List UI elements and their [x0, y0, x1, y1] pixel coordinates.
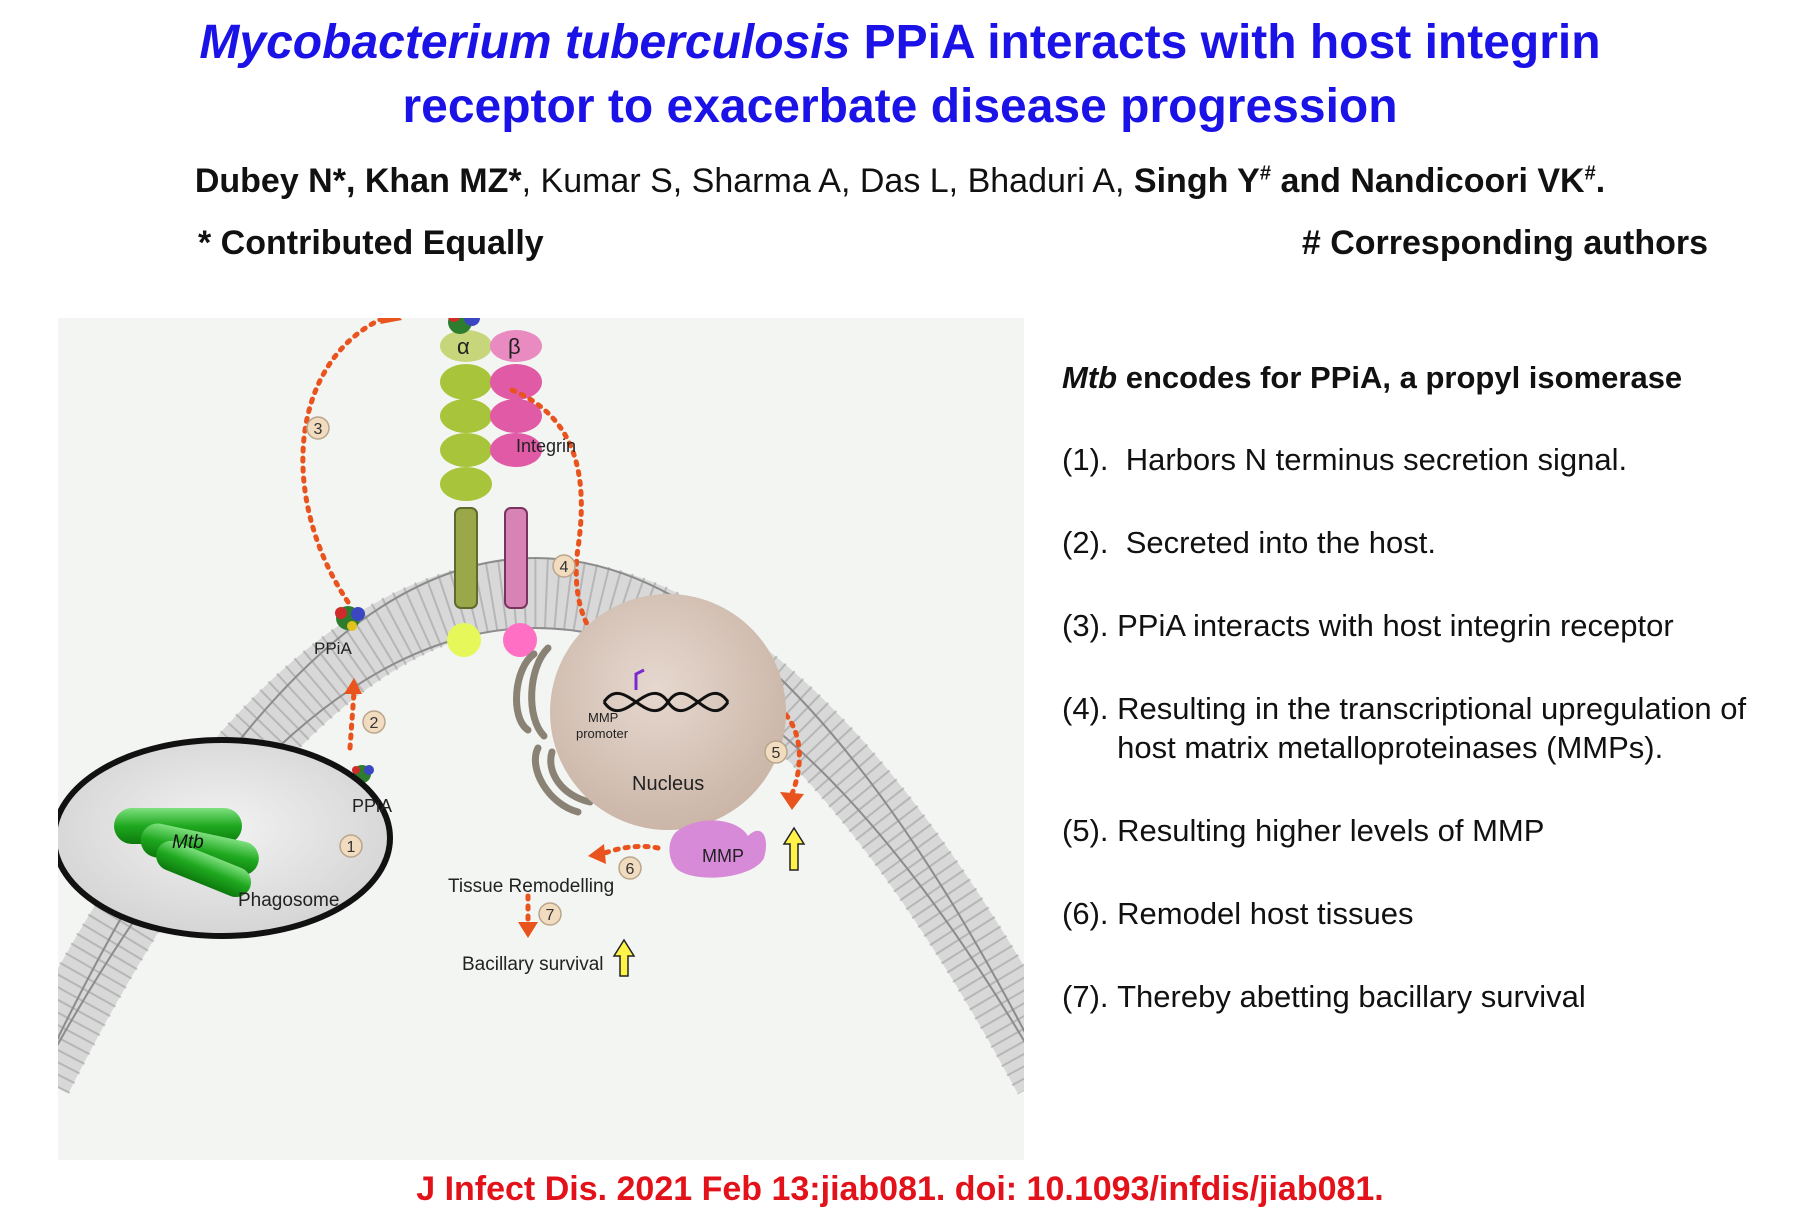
- ppia-protein-membrane-icon: [335, 606, 365, 631]
- step-badge-1: 1: [339, 834, 363, 858]
- mmp-label: MMP: [702, 846, 744, 866]
- mtb-bacilli-icon: [114, 808, 259, 898]
- summary-item: (5). Resulting higher levels of MMP: [1062, 811, 1792, 850]
- summary-item-number: (3).: [1062, 608, 1118, 643]
- step-badges: 1 2 3 4 5 6 7: [306, 416, 788, 926]
- alpha-label: α: [457, 334, 470, 359]
- mmp-promoter-label-2: promoter: [576, 726, 629, 741]
- summary-item-text: Resulting higher levels of MMP: [1117, 813, 1545, 848]
- summary-item: (4). Resulting in the transcriptional up…: [1062, 689, 1792, 767]
- authors-middle: , Kumar S, Sharma A, Das L, Bhaduri A,: [521, 162, 1134, 200]
- summary-heading-species: Mtb: [1062, 360, 1118, 395]
- arrow-step-3: [300, 318, 390, 605]
- summary-list: (1). Harbors N terminus secretion signal…: [1062, 440, 1792, 1016]
- summary-item-number: (2).: [1062, 525, 1126, 560]
- nucleus: [550, 594, 786, 830]
- summary-item-text: Resulting in the transcriptional upregul…: [1117, 691, 1747, 765]
- title-rest: PPiA interacts with host integrin: [850, 16, 1601, 69]
- summary-item: (1). Harbors N terminus secretion signal…: [1062, 440, 1792, 479]
- summary-heading: Mtb encodes for PPiA, a propyl isomerase: [1062, 360, 1792, 396]
- summary-item-text: Harbors N terminus secretion signal.: [1125, 442, 1628, 477]
- step-number: 7: [546, 907, 555, 924]
- summary-item-text: Remodel host tissues: [1117, 896, 1414, 931]
- mechanism-figure: α β Integrin PPiA: [58, 318, 1024, 1160]
- step-number: 4: [560, 559, 569, 576]
- summary-item-text: PPiA interacts with host integrin recept…: [1117, 608, 1674, 643]
- nucleus-label: Nucleus: [632, 773, 704, 795]
- summary-item-number: (1).: [1062, 442, 1126, 477]
- step-badge-6: 6: [618, 856, 642, 880]
- summary-item-number: (6).: [1062, 896, 1118, 931]
- citation: J Infect Dis. 2021 Feb 13:jiab081. doi: …: [416, 1170, 1384, 1208]
- summary-item: (2). Secreted into the host.: [1062, 523, 1792, 562]
- title-line-2: receptor to exacerbate disease progressi…: [402, 80, 1398, 133]
- title-species: Mycobacterium tuberculosis: [199, 16, 851, 69]
- bacillary-survival-label: Bacillary survival: [462, 954, 603, 975]
- ppia-protein-top-icon: [448, 318, 480, 334]
- mmp-enzyme: [669, 820, 767, 878]
- author-list: Dubey N*, Khan MZ*, Kumar S, Sharma A, D…: [0, 162, 1800, 201]
- integrin-label: Integrin: [516, 436, 576, 456]
- summary-item-text: Thereby abetting bacillary survival: [1117, 979, 1586, 1014]
- step-badge-5: 5: [764, 740, 788, 764]
- summary-item-number: (4).: [1062, 691, 1118, 726]
- step-number: 6: [626, 861, 635, 878]
- phagosome-label: Phagosome: [238, 890, 339, 911]
- step-number: 5: [772, 745, 781, 762]
- authors-first: Dubey N*, Khan MZ*: [194, 162, 522, 200]
- summary-item: (3). PPiA interacts with host integrin r…: [1062, 606, 1792, 645]
- ppia-top-label: PPiA: [314, 639, 352, 658]
- corresponding-authors-note: # Corresponding authors: [1301, 224, 1708, 262]
- summary-item-number: (7).: [1062, 979, 1118, 1014]
- summary-item: (7). Thereby abetting bacillary survival: [1062, 977, 1792, 1016]
- summary-heading-rest: encodes for PPiA, a propyl isomerase: [1117, 360, 1683, 395]
- integrin-alpha-subunit: [440, 330, 492, 657]
- step-number: 2: [370, 715, 379, 732]
- mmp-up-arrow-icon: [782, 826, 806, 871]
- summary-item-text: Secreted into the host.: [1125, 525, 1436, 560]
- survival-up-arrow-icon: [612, 938, 636, 977]
- contributed-equally-note: * Contributed Equally: [198, 224, 544, 262]
- mmp-promoter-label-1: MMP: [588, 710, 618, 725]
- arrow-step-6: [599, 843, 661, 857]
- step-badge-3: 3: [306, 416, 330, 440]
- author-singh: Singh Y# and Nandicoori VK#.: [1133, 162, 1606, 200]
- mtb-label: Mtb: [172, 832, 204, 853]
- summary-item: (6). Remodel host tissues: [1062, 894, 1792, 933]
- step-number: 1: [347, 839, 356, 856]
- integrin-beta-subunit: [490, 330, 542, 657]
- summary-item-number: (5).: [1062, 813, 1118, 848]
- step-badge-7: 7: [538, 902, 562, 926]
- step-number: 3: [314, 421, 323, 438]
- tissue-remodelling-label: Tissue Remodelling: [448, 876, 614, 897]
- step-badge-2: 2: [362, 710, 386, 734]
- ppia-phagosome-label: PPiA: [352, 796, 392, 816]
- beta-label: β: [508, 334, 521, 359]
- title-line-1: Mycobacterium tuberculosis PPiA interact…: [0, 14, 1800, 72]
- step-badge-4: 4: [552, 554, 576, 578]
- golgi-apparatus: [513, 644, 594, 816]
- summary-panel: Mtb encodes for PPiA, a propyl isomerase…: [1062, 360, 1792, 1060]
- promoter-marker-icon: [634, 668, 645, 690]
- dna-helix-icon: [602, 692, 730, 712]
- arrow-step-2: [347, 689, 357, 751]
